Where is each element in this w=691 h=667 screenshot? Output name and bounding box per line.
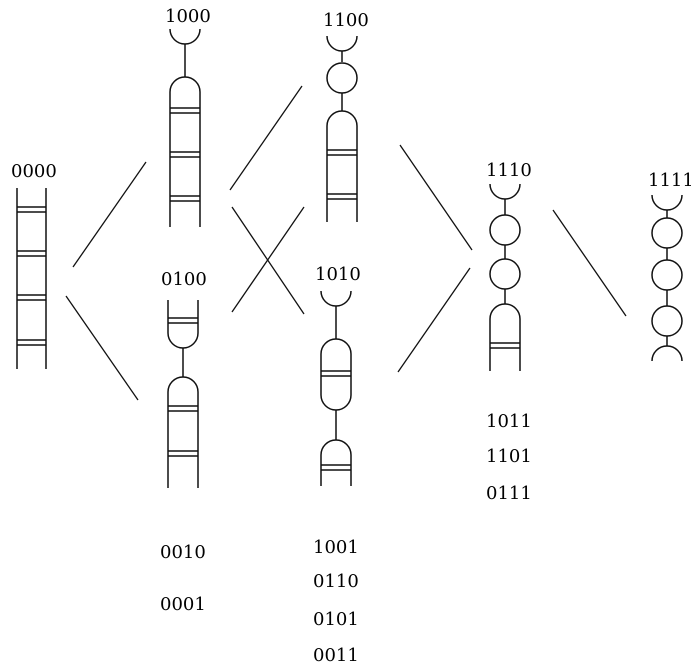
molecule-graphic [651,194,683,362]
molecule-graphic [326,35,358,222]
equivalent-code: 0010 [160,542,206,563]
equivalent-code: 0110 [313,571,359,592]
node-label: 1000 [165,6,211,27]
equivalent-code: 0001 [160,594,206,615]
node-label: 0100 [161,269,207,290]
equivalent-code: 0011 [313,645,359,666]
equivalent-codes: 0010 0001 [160,542,206,615]
edge-group [65,85,627,401]
node-1000: 1000 [165,6,211,227]
equivalent-codes: 1001 0110 0101 0011 [313,537,359,666]
node-label: 0000 [11,161,57,182]
edge-1000-1100 [229,85,303,191]
equivalent-code: 0101 [313,609,359,630]
equivalent-codes: 1011 1101 0111 [486,411,532,504]
equivalent-code: 1101 [486,446,532,467]
edge-1010-1110 [397,267,471,373]
node-0000: 0000 [11,161,57,369]
molecule-graphic [489,183,521,371]
node-label: 1110 [486,160,532,181]
edge-1100-1110 [399,144,473,251]
node-label: 1111 [648,170,691,191]
node-0100: 0100 0010 0001 [160,269,207,615]
equivalent-code: 0111 [486,483,532,504]
node-label: 1100 [323,10,369,31]
edge-1110-1111 [552,209,627,317]
edge-0100-1100 [231,206,305,313]
node-label: 1010 [315,264,361,285]
ladder-graphic [16,188,47,369]
equivalent-code: 1001 [313,537,359,558]
molecule-graphic [320,290,352,486]
node-1110: 1110 1011 1101 0111 [486,160,532,504]
edge-0000-1000 [72,161,147,268]
molecule-graphic [167,300,199,488]
molecule-graphic [169,28,201,227]
equivalent-code: 1011 [486,411,532,432]
node-1010: 1010 1001 0110 0101 0011 [313,264,361,666]
edge-0000-0100 [65,295,139,401]
node-1111: 1111 [648,170,691,362]
node-1100: 1100 [323,10,369,222]
